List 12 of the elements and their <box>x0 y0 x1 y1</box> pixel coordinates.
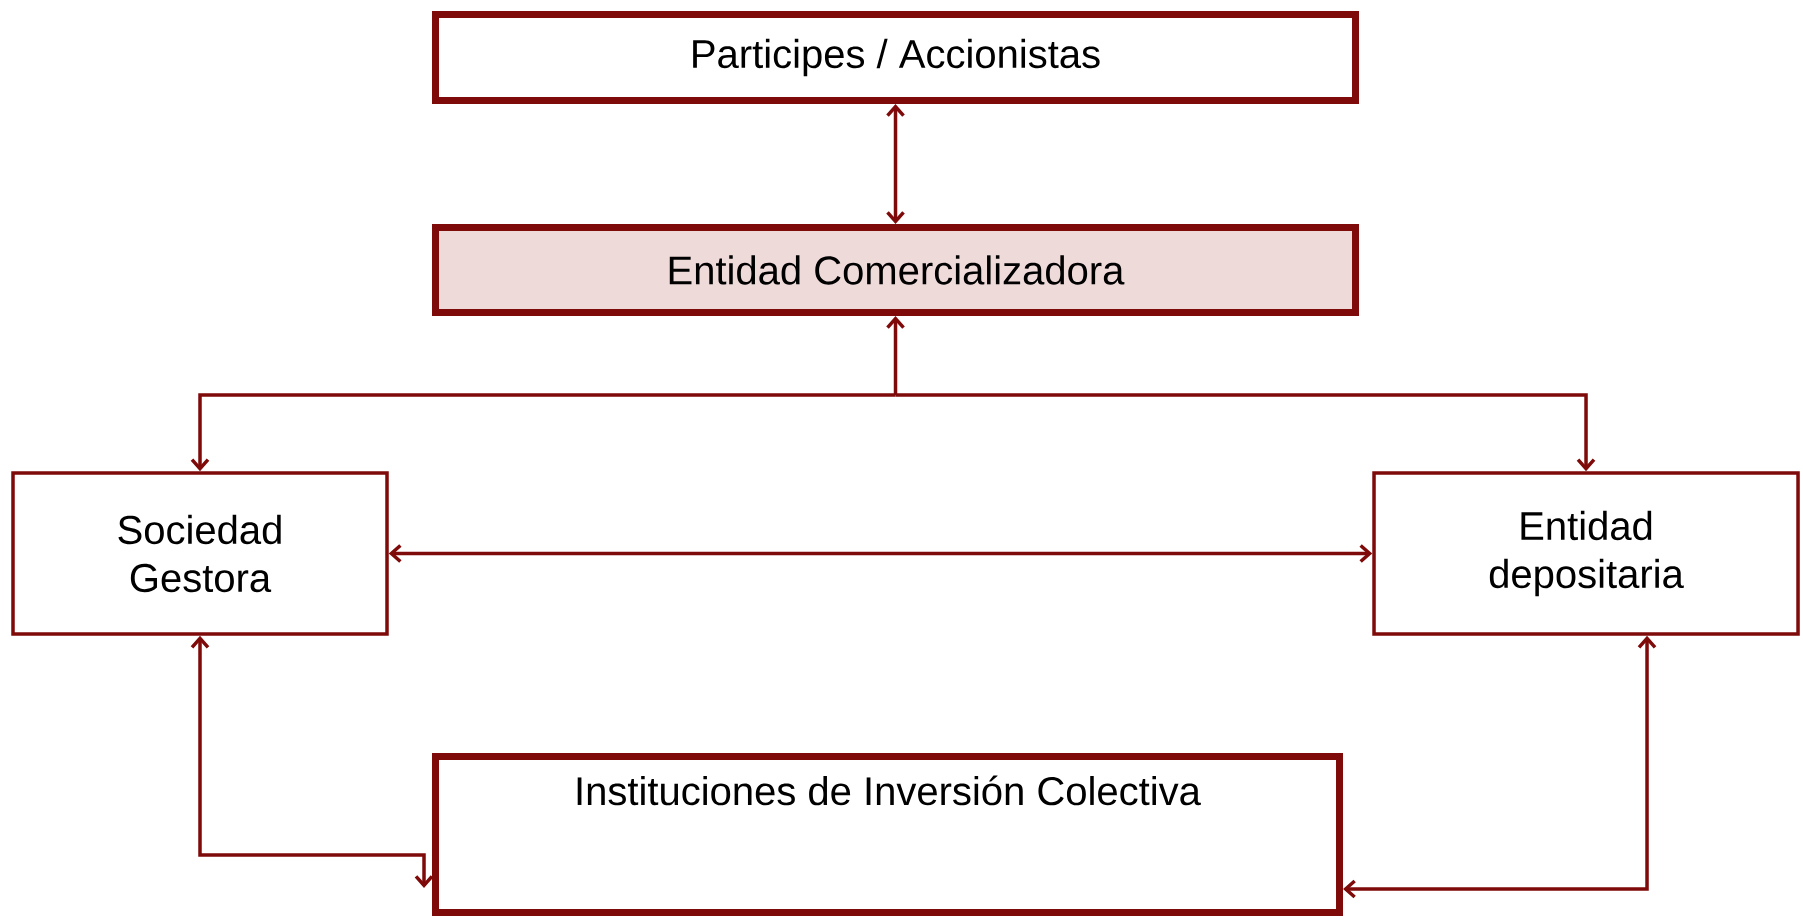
arrow <box>886 316 905 395</box>
arrow <box>886 104 905 224</box>
arrow <box>388 544 1373 563</box>
process-box: Entidad depositaria <box>1372 471 1800 636</box>
process-box: Entidad Comercializadora <box>432 224 1359 316</box>
process-box: Participes / Accionistas <box>432 11 1359 104</box>
process-box: Sociedad Gestora <box>11 471 389 636</box>
arrow <box>190 635 434 888</box>
arrow <box>190 393 896 472</box>
arrow <box>1343 635 1657 899</box>
arrow <box>895 393 1596 472</box>
process-box: Instituciones de Inversión Colectiva <box>432 753 1343 916</box>
